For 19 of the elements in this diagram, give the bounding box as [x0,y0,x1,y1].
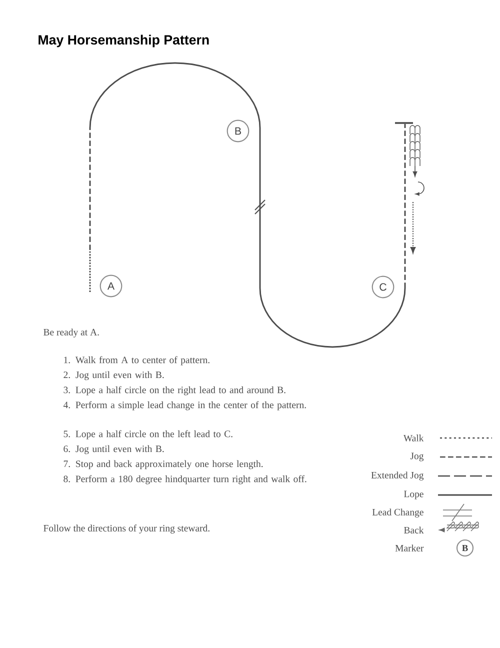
list-item: 8. Perform a 180 degree hindquarter turn right and walk off. [64,475,306,484]
legend-label: Jog [410,452,424,462]
list-item: 6. Jog until even with B. [64,445,164,454]
list-item: 7. Stop and back approximately one horse length. [64,460,263,470]
legend-label: Marker [395,544,424,552]
marker-sample: B [456,539,474,557]
legend-label: Extended Jog [371,472,424,480]
list-item: 5. Lope a half circle on the left lead to C. [64,430,232,440]
list-item: 2. Jog until even with B. [64,371,164,380]
list-item: 3. Lope a half circle on the right lead to and around B. [64,386,286,396]
legend-label: Lope [404,490,424,500]
instruction-text: Follow the directions of your ring steward. [44,524,210,534]
title: May Horsemanship Pattern [38,34,209,48]
instruction-text: Be ready at A. [44,328,99,338]
list-item: 1. Walk from A to center of pattern. [64,356,210,366]
legend-label: Lead Change [372,508,424,518]
list-item: 4. Perform a simple lead change in the center of the pattern. [63,401,306,410]
legend-label: Walk [403,434,424,442]
legend-label: Back [404,526,424,534]
